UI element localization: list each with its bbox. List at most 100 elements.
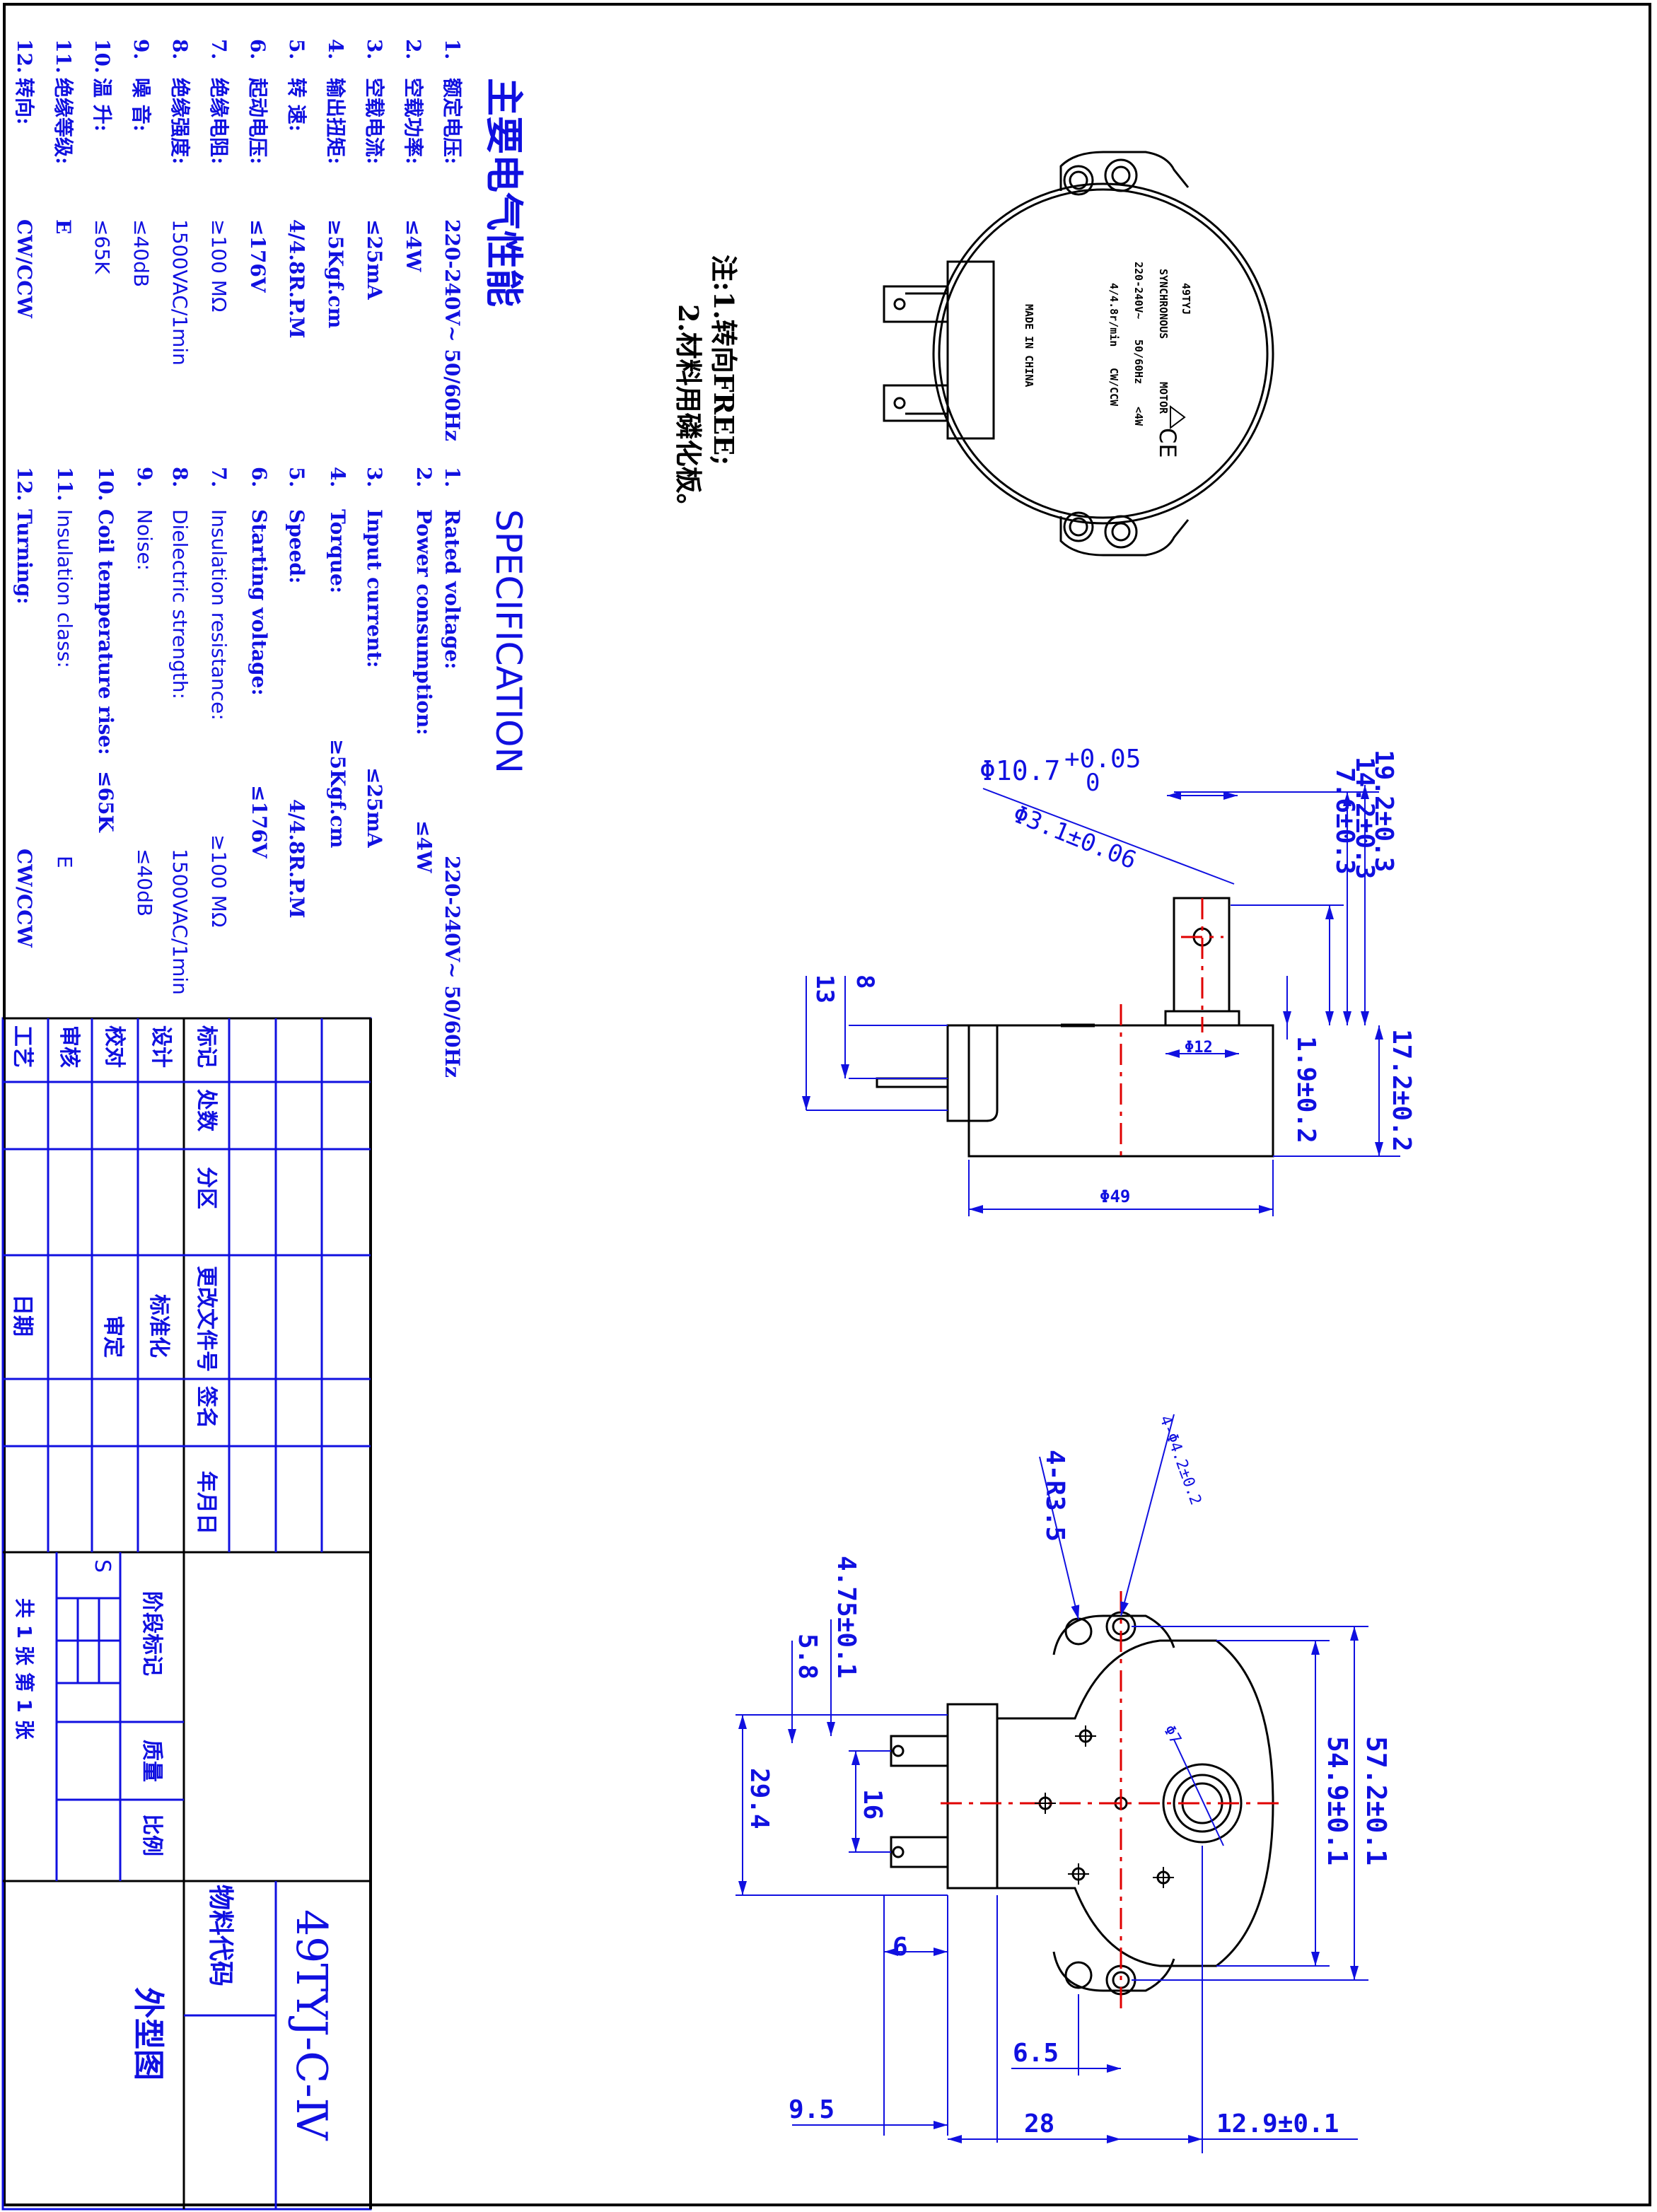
motor-label-freq: 50/60Hz xyxy=(1132,339,1145,384)
chinese-spec: 主要电气性能 1.额定电压:220-240V~ 50/60Hz2.空载功率:≤4… xyxy=(13,39,526,441)
dim-6: 6 xyxy=(893,1933,908,1962)
tb-approve: 审定 xyxy=(100,1315,125,1358)
page-border xyxy=(3,3,1651,2206)
dim-4-phi4-2: 4-Φ4.2±0.2 xyxy=(1156,1414,1204,1508)
en-spec-value: ≤25mA xyxy=(363,767,386,849)
dim-phi-49: Φ49 xyxy=(1100,1187,1130,1206)
cn-spec-value: 1500VAC/1min xyxy=(168,219,192,366)
english-spec: SPECIFICATION 1.Rated voltage:220-240V~ … xyxy=(13,467,529,1078)
en-spec-num: 4. xyxy=(326,467,349,487)
cn-spec-label: 转 速: xyxy=(285,78,308,132)
en-spec-num: 1. xyxy=(441,467,464,487)
tb-drawing-name: 外型图 xyxy=(130,1987,166,2080)
en-spec-value: ≤40dB xyxy=(133,849,156,916)
dim-14-2: 14.2±0.3 xyxy=(1350,757,1379,879)
en-spec-num: 3. xyxy=(363,467,386,487)
note-line-2: 2.材料用磷化板。 xyxy=(673,304,704,520)
side-view-dims xyxy=(802,785,1400,1216)
motor-label-suffix: MOTOR xyxy=(1157,382,1170,414)
en-spec-num: 9. xyxy=(133,467,156,487)
en-spec-label: Torque: xyxy=(326,509,349,593)
dim-4-r3-5: 4-R3.5 xyxy=(1040,1450,1069,1542)
en-spec-num: 2. xyxy=(412,467,436,487)
en-spec-label: Coil temperature rise: xyxy=(94,509,117,755)
en-spec-value: CW/CCW xyxy=(13,849,36,948)
dim-5-8: 5.8 xyxy=(793,1634,822,1680)
dim-phi-10-7-tol-plus: +0.05 xyxy=(1064,745,1141,774)
tb-sheets: 共 1 张 第 1 张 xyxy=(13,1598,36,1740)
cn-spec-value: ≤65K xyxy=(91,219,114,274)
title-block xyxy=(1,1017,372,2211)
side-view-dim-labels: 19.2±0.3 14.2±0.3 7.6±0.3 17.2±0.2 1.9±0… xyxy=(810,745,1416,1206)
cn-spec-value: ≤40dB xyxy=(129,219,153,287)
en-spec-num: 6. xyxy=(248,467,271,487)
tb-header-cell: 更改文件号 xyxy=(194,1266,219,1372)
ce-mark-icon: CE xyxy=(1154,428,1181,458)
motor-label-origin: MADE IN CHINA xyxy=(1023,304,1035,387)
tb-part-no: 49TYJ-C-Ⅳ xyxy=(286,1909,336,2141)
chinese-spec-title: 主要电气性能 xyxy=(482,78,526,307)
cn-spec-num: 2. xyxy=(402,39,425,59)
tb-std: 标准化 xyxy=(146,1294,171,1358)
cn-spec-label: 绝缘等级: xyxy=(52,78,75,164)
en-spec-label: Input current: xyxy=(363,509,386,668)
en-spec-label: Starting voltage: xyxy=(248,509,271,696)
motor-label-power: <4W xyxy=(1132,407,1145,426)
en-spec-num: 8. xyxy=(168,467,192,487)
dim-phi-3-1: Φ3.1±0.06 xyxy=(1009,800,1141,875)
side-view-centerlines xyxy=(1120,898,1223,1156)
dim-54-9: 54.9±0.1 xyxy=(1322,1736,1353,1865)
en-spec-value: ≤4W xyxy=(412,820,436,873)
cn-spec-label: 空载功率: xyxy=(402,78,425,164)
tb-weight: 质量 xyxy=(139,1740,164,1782)
en-spec-label: Turning: xyxy=(13,509,36,605)
dim-phi-10-7: Φ10.7 xyxy=(979,755,1060,786)
tb-stage: 阶段标记 xyxy=(139,1591,164,1676)
dim-57-2: 57.2±0.1 xyxy=(1361,1736,1392,1865)
dim-phi-10-7-tol-zero: 0 xyxy=(1086,769,1100,797)
en-spec-label: Speed: xyxy=(285,509,308,583)
dim-9-5: 9.5 xyxy=(789,2095,835,2124)
cn-spec-value: ≤176V xyxy=(246,219,269,293)
motor-label: 49TYJ SYNCHRONOUS MOTOR 220-240V~ 50/60H… xyxy=(1023,262,1192,426)
dim-12-9: 12.9±0.1 xyxy=(1216,2109,1339,2138)
side-view xyxy=(876,897,1274,1158)
tb-role-cell: 工艺 xyxy=(10,1025,35,1068)
cn-spec-label: 输出扭矩: xyxy=(324,78,347,164)
en-spec-value: 1500VAC/1min xyxy=(168,849,192,995)
motor-label-type: SYNCHRONOUS xyxy=(1157,269,1170,339)
tb-header-cell: 签名 xyxy=(194,1386,219,1428)
cn-spec-num: 6. xyxy=(246,39,269,59)
cn-spec-value: 220-240V~ 50/60Hz xyxy=(441,219,464,441)
tb-role-cell: 校对 xyxy=(102,1025,127,1068)
notes: 注:1.转向FREE; 2.材料用磷化板。 xyxy=(673,255,740,520)
dim-16: 16 xyxy=(858,1789,887,1820)
cn-spec-value: ≥100 MΩ xyxy=(207,219,231,312)
dim-6-5: 6.5 xyxy=(1013,2039,1059,2068)
tb-s-mark: S xyxy=(90,1559,115,1573)
cn-spec-num: 5. xyxy=(285,39,308,59)
en-spec-num: 10. xyxy=(94,467,117,501)
cn-spec-value: ≤4W xyxy=(402,219,425,272)
cn-spec-label: 绝缘电阻: xyxy=(207,78,231,164)
en-spec-value: ≥100 MΩ xyxy=(207,834,231,927)
dim-19-2: 19.2±0.3 xyxy=(1369,750,1398,872)
cn-spec-num: 9. xyxy=(129,39,153,59)
en-spec-label: Power consumption: xyxy=(412,509,436,735)
tb-scale: 比例 xyxy=(139,1814,164,1856)
front-view-centerlines xyxy=(941,1591,1280,2015)
dim-29-4: 29.4 xyxy=(745,1768,774,1829)
en-spec-value: ≤176V xyxy=(248,785,271,859)
tb-header-cell: 年月日 xyxy=(194,1471,219,1535)
en-spec-value: 4/4.8R.P.M xyxy=(285,799,308,919)
cn-spec-num: 10. xyxy=(91,39,114,74)
dim-4-75: 4.75±0.1 xyxy=(832,1556,861,1678)
cn-spec-value: 4/4.8R.P.M xyxy=(285,219,308,339)
tb-material-code: 物料代码 xyxy=(206,1885,235,1986)
tb-role-cell: 设计 xyxy=(149,1025,173,1068)
en-spec-num: 5. xyxy=(285,467,308,487)
cn-spec-label: 额定电压: xyxy=(441,78,464,164)
dim-1-9: 1.9±0.2 xyxy=(1291,1036,1320,1143)
